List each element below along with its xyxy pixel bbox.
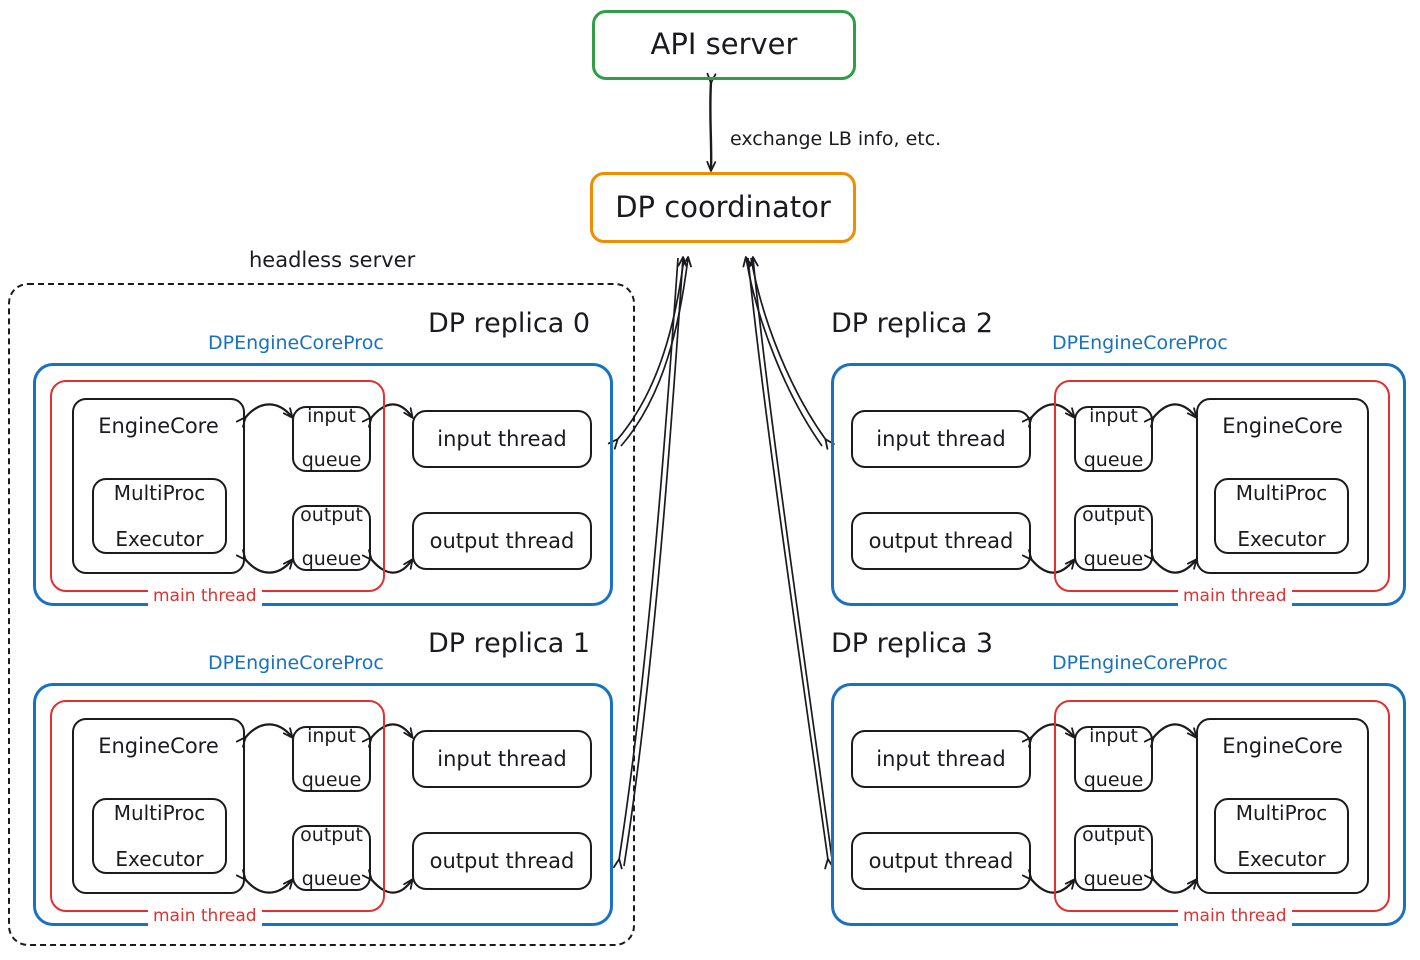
input-queue-label-1: input queue (301, 725, 362, 791)
dp-engine-core-proc-0 (33, 363, 613, 606)
headless-server-group (8, 283, 635, 946)
main-thread-label-2: main thread (1178, 586, 1292, 606)
input-thread-0[interactable]: input thread (412, 410, 592, 468)
input-thread-1[interactable]: input thread (412, 730, 592, 788)
engine-core-0[interactable]: EngineCore (72, 398, 245, 574)
engine-core-label-1: EngineCore (98, 734, 219, 758)
arrow-replica3-coordinator (747, 256, 834, 870)
engine-core-3[interactable]: EngineCore (1196, 718, 1369, 894)
dp-engine-core-proc-3 (831, 683, 1406, 926)
proc-label-2: DPEngineCoreProc (1052, 332, 1228, 354)
main-thread-label-3: main thread (1178, 906, 1292, 926)
output-thread-2[interactable]: output thread (851, 512, 1031, 570)
input-queue-label-3: input queue (1083, 725, 1144, 791)
engine-core-label-2: EngineCore (1222, 414, 1343, 438)
arrow-replica2-coordinator (742, 256, 835, 450)
input-queue-1[interactable]: input queue (292, 725, 371, 792)
engine-core-label-3: EngineCore (1222, 734, 1343, 758)
dp-coordinator-label: DP coordinator (615, 189, 831, 224)
multiproc-executor-2[interactable]: MultiProc Executor (1214, 478, 1349, 554)
main-thread-label-1: main thread (148, 906, 262, 926)
multiproc-executor-label-3: MultiProc Executor (1235, 800, 1328, 871)
multiproc-executor-1[interactable]: MultiProc Executor (92, 798, 227, 874)
output-queue-label-0: output queue (300, 504, 363, 570)
input-queue-3[interactable]: input queue (1074, 725, 1153, 792)
output-thread-3[interactable]: output thread (851, 832, 1031, 890)
input-queue-label-2: input queue (1083, 405, 1144, 471)
replica-title-2: DP replica 2 (831, 308, 994, 339)
input-queue-label-0: input queue (301, 405, 362, 471)
engine-core-label-0: EngineCore (98, 414, 219, 438)
multiproc-executor-label-1: MultiProc Executor (113, 800, 206, 871)
edge-label-exchange-lb-info: exchange LB info, etc. (730, 128, 942, 150)
input-queue-2[interactable]: input queue (1074, 405, 1153, 472)
input-thread-label-1: input thread (437, 746, 567, 771)
replica-title-3: DP replica 3 (831, 628, 994, 659)
multiproc-executor-label-0: MultiProc Executor (113, 480, 206, 551)
output-thread-label-1: output thread (429, 848, 575, 873)
replica-title-1: DP replica 1 (428, 628, 591, 659)
proc-label-0: DPEngineCoreProc (208, 332, 384, 354)
output-thread-label-3: output thread (868, 848, 1014, 873)
multiproc-executor-label-2: MultiProc Executor (1235, 480, 1328, 551)
engine-core-1[interactable]: EngineCore (72, 718, 245, 894)
engine-core-2[interactable]: EngineCore (1196, 398, 1369, 574)
replica-title-0: DP replica 0 (428, 308, 591, 339)
output-queue-0[interactable]: output queue (292, 504, 371, 571)
main-thread-label-0: main thread (148, 586, 262, 606)
output-queue-label-3: output queue (1082, 824, 1145, 890)
input-thread-3[interactable]: input thread (851, 730, 1031, 788)
api-server-label: API server (650, 27, 798, 62)
output-queue-2[interactable]: output queue (1074, 504, 1153, 571)
output-thread-label-2: output thread (868, 528, 1014, 553)
input-thread-label-2: input thread (876, 426, 1006, 451)
output-queue-label-2: output queue (1082, 504, 1145, 570)
output-queue-label-1: output queue (300, 824, 363, 890)
input-thread-label-3: input thread (876, 746, 1006, 771)
headless-server-label: headless server (249, 248, 416, 272)
dp-engine-core-proc-1 (33, 683, 613, 926)
input-thread-2[interactable]: input thread (851, 410, 1031, 468)
output-queue-3[interactable]: output queue (1074, 824, 1153, 891)
api-server-node[interactable]: API server (592, 10, 856, 80)
dp-coordinator-node[interactable]: DP coordinator (590, 172, 856, 243)
input-queue-0[interactable]: input queue (292, 405, 371, 472)
input-thread-label-0: input thread (437, 426, 567, 451)
output-thread-0[interactable]: output thread (412, 512, 592, 570)
multiproc-executor-0[interactable]: MultiProc Executor (92, 478, 227, 554)
dp-engine-core-proc-2 (831, 363, 1406, 606)
arrow-api-coordinator (706, 72, 717, 172)
output-queue-1[interactable]: output queue (292, 824, 371, 891)
multiproc-executor-3[interactable]: MultiProc Executor (1214, 798, 1349, 874)
output-thread-label-0: output thread (429, 528, 575, 553)
proc-label-3: DPEngineCoreProc (1052, 652, 1228, 674)
output-thread-1[interactable]: output thread (412, 832, 592, 890)
proc-label-1: DPEngineCoreProc (208, 652, 384, 674)
